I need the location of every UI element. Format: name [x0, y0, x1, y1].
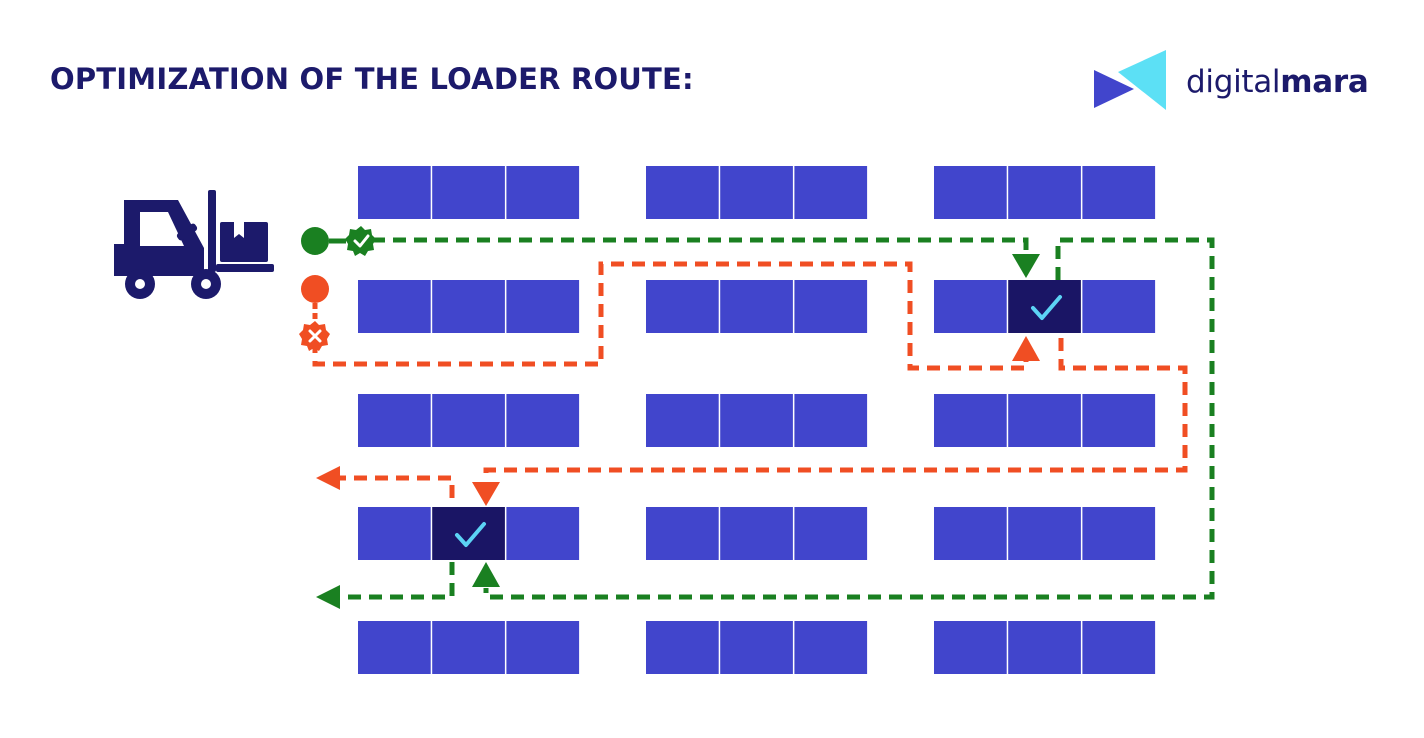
rack-cell: [506, 621, 580, 674]
arrow-down-orange: [472, 482, 500, 506]
rack-cell: [934, 166, 1007, 219]
suboptimal-route-start-dot: [301, 275, 329, 303]
logo-text-regular: digital: [1186, 64, 1281, 100]
rack-cell: [1082, 621, 1156, 674]
rack-cell: [934, 280, 1007, 333]
rack-cell: [358, 394, 431, 447]
rack-cell: [358, 280, 431, 333]
check-badge-icon: [345, 226, 376, 256]
rack-cell: [432, 621, 505, 674]
rack-cell: [646, 166, 719, 219]
suboptimal-route: [312, 261, 1188, 498]
rack-cell: [1008, 621, 1081, 674]
rack-cell: [646, 507, 719, 560]
rack-cell: [794, 621, 868, 674]
rack-cell: [1008, 394, 1081, 447]
logo-text-bold: mara: [1280, 64, 1369, 100]
check-mark-icon: [1031, 295, 1062, 320]
arrow-left-green: [316, 585, 340, 609]
rack-cell: [934, 621, 1007, 674]
rack-cell: [358, 507, 431, 560]
rack-cell: [1082, 166, 1156, 219]
rack-cell: [432, 280, 505, 333]
rack-cell-picked: [1008, 280, 1081, 333]
check-mark-icon: [455, 522, 486, 547]
rack-cell: [1082, 394, 1156, 447]
rack-cell: [794, 280, 868, 333]
rack-cell: [432, 166, 505, 219]
rack-cell: [720, 507, 793, 560]
warehouse-racks: [358, 166, 1156, 674]
rack-cell: [1008, 166, 1081, 219]
arrow-up-orange: [1012, 336, 1040, 361]
rack-cell: [646, 280, 719, 333]
rack-cell: [720, 280, 793, 333]
rack-cell: [934, 394, 1007, 447]
arrow-up-green: [472, 562, 500, 587]
rack-cell: [506, 280, 580, 333]
rack-cell: [720, 621, 793, 674]
optimal-route-start-dot: [301, 227, 329, 255]
rack-cell: [720, 166, 793, 219]
rack-cell: [794, 394, 868, 447]
arrow-left-orange: [316, 466, 340, 490]
rack-cell: [1008, 507, 1081, 560]
forklift-icon: [114, 190, 274, 299]
optimal-route: [338, 237, 1215, 600]
rack-cell: [358, 621, 431, 674]
brand-logo[interactable]: digitalmara: [1090, 46, 1390, 116]
rack-cell: [1082, 280, 1156, 333]
rack-cell: [934, 507, 1007, 560]
rack-cell: [1082, 507, 1156, 560]
rack-cell: [794, 507, 868, 560]
rack-cell: [646, 394, 719, 447]
rack-cell: [432, 394, 505, 447]
rack-cell: [646, 621, 719, 674]
logo-icon: [1094, 50, 1166, 110]
cross-badge-icon: [299, 321, 330, 351]
rack-cell: [506, 394, 580, 447]
rack-cell: [358, 166, 431, 219]
logo-wordmark: digitalmara: [1186, 64, 1369, 100]
page-title: OPTIMIZATION OF THE LOADER ROUTE:: [50, 62, 694, 96]
rack-cell: [720, 394, 793, 447]
rack-cell: [506, 507, 580, 560]
rack-cell: [794, 166, 868, 219]
arrow-down-green: [1012, 254, 1040, 278]
rack-cell-picked: [432, 507, 505, 560]
rack-cell: [506, 166, 580, 219]
